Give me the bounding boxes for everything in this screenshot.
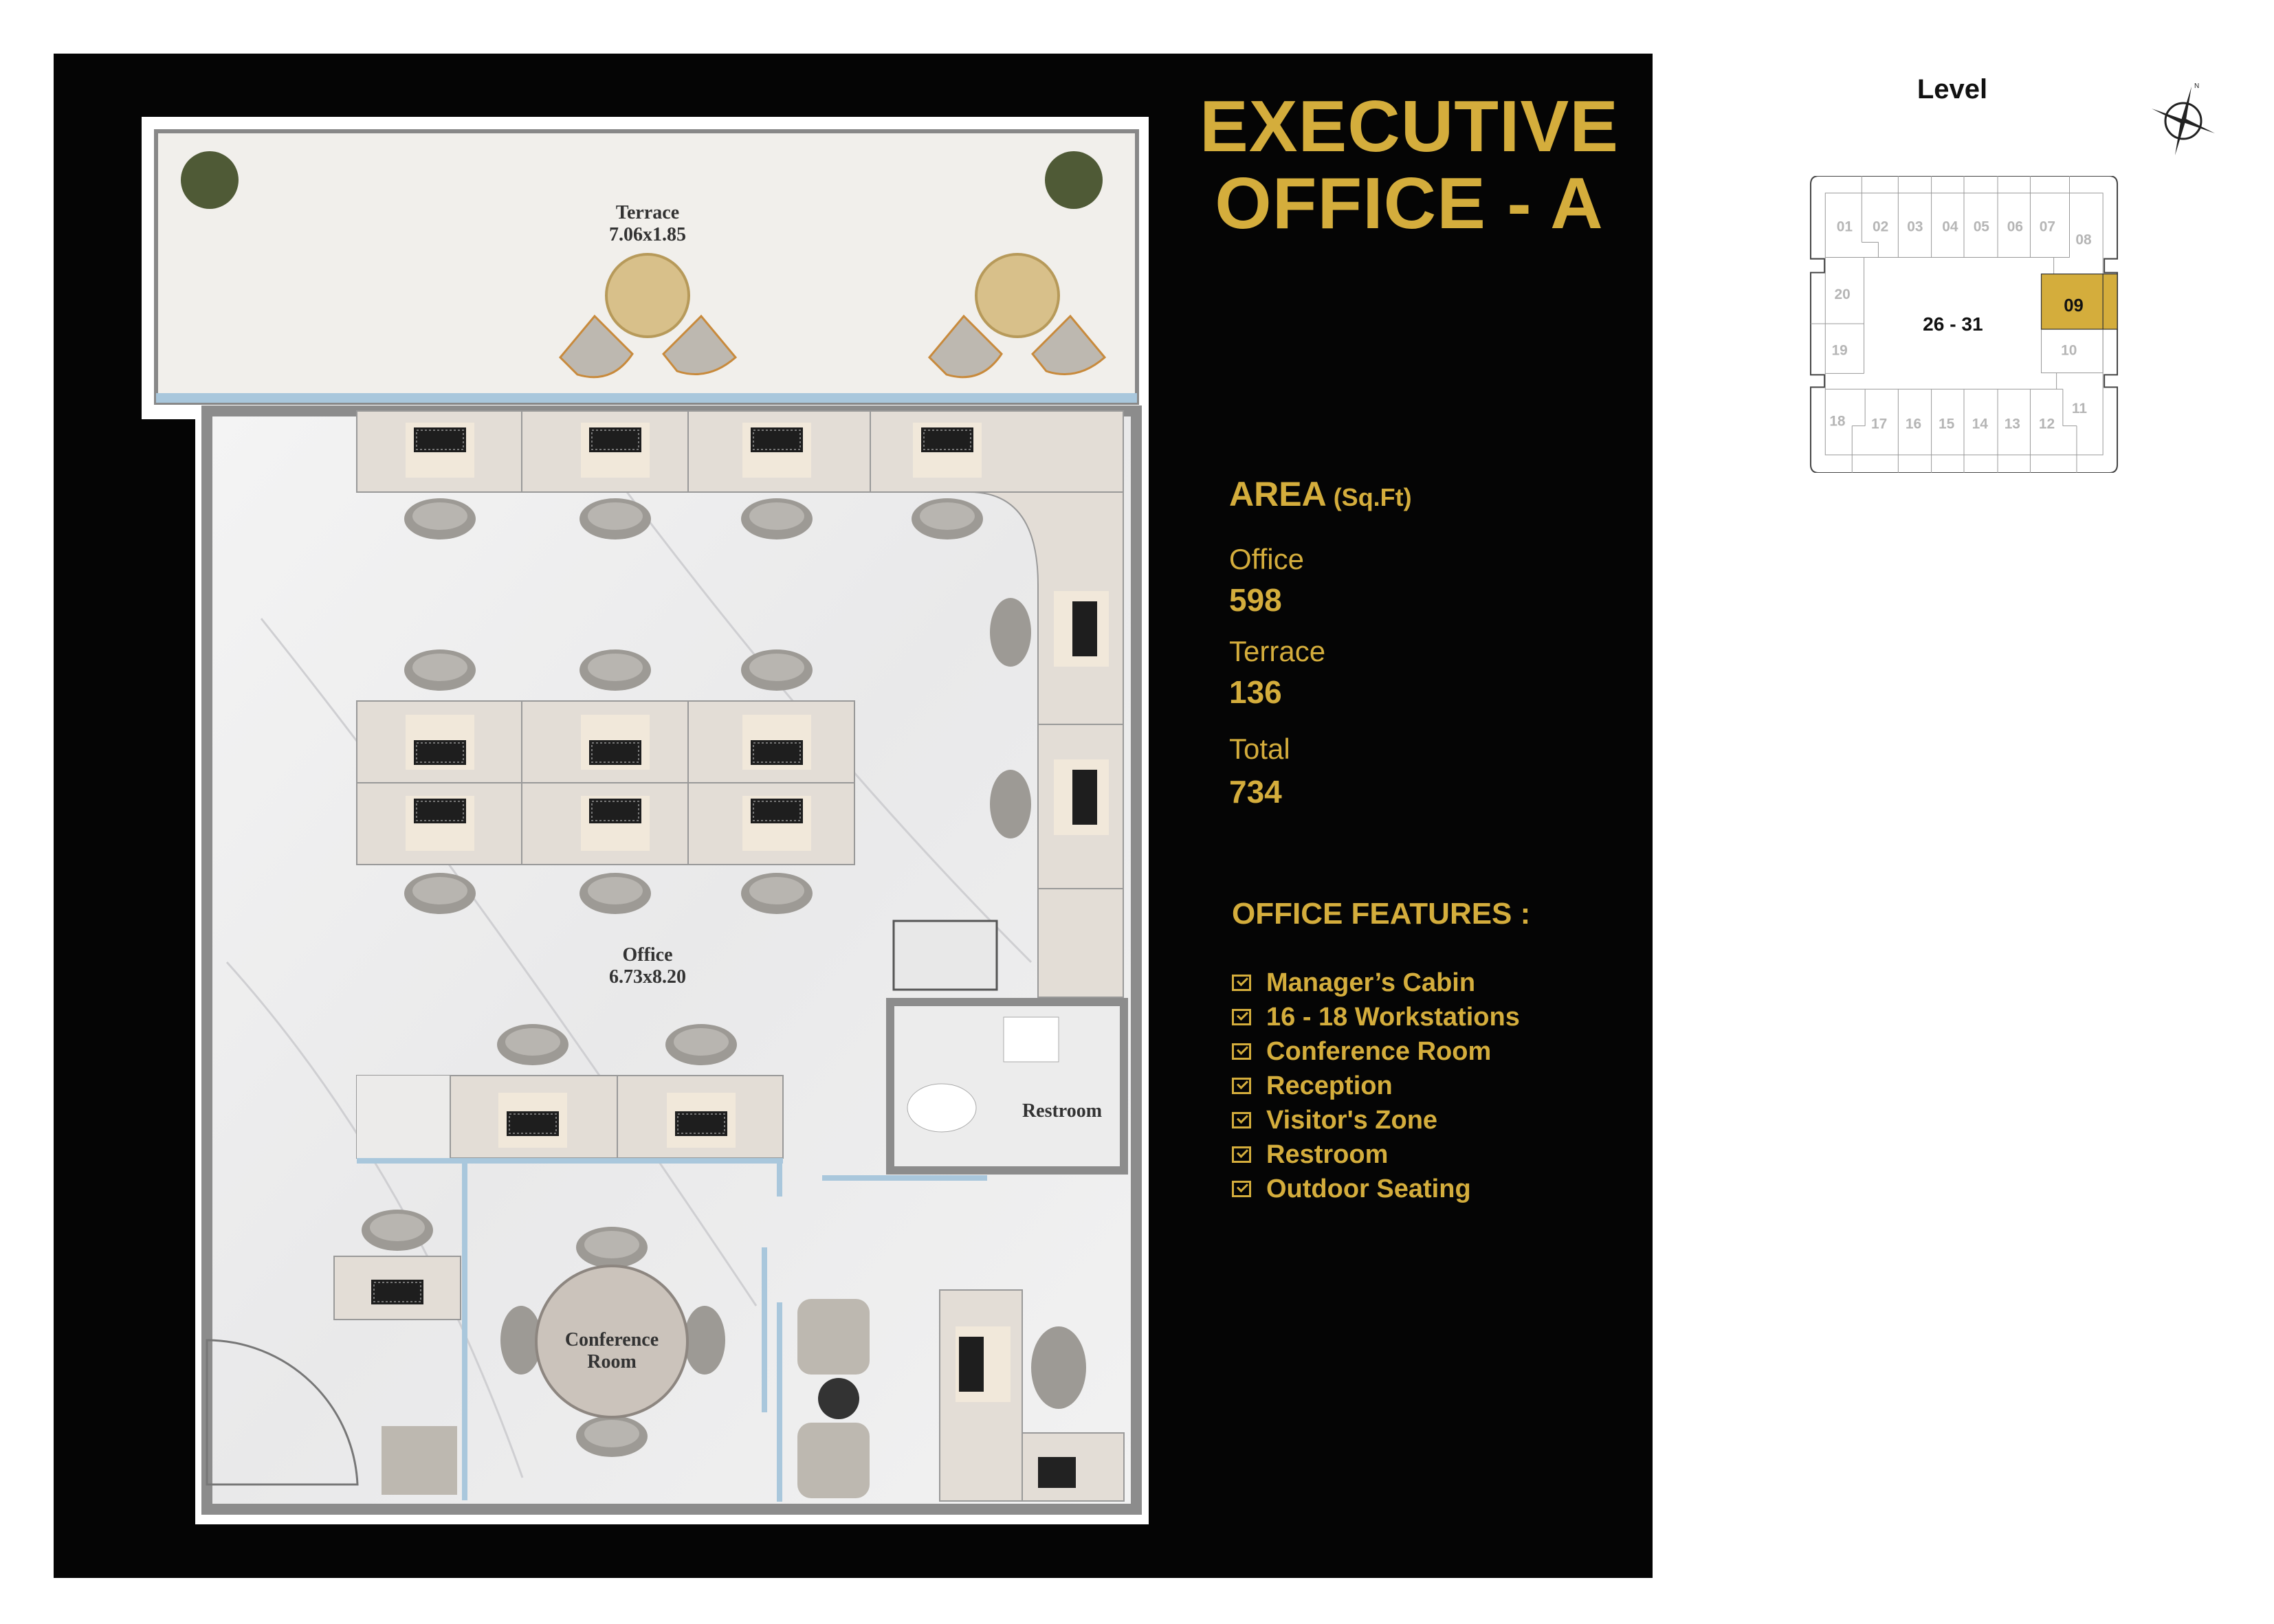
terrace-chairs [558, 314, 1107, 379]
restroom-label: Restroom [1022, 1100, 1102, 1122]
visitor-zone [777, 1299, 870, 1502]
unit-label: 07 [2040, 219, 2055, 234]
manager-cabin-desk [206, 1210, 461, 1495]
features-list: Manager’s Cabin 16 - 18 Workstations Con… [1232, 966, 1520, 1206]
feature-item: 16 - 18 Workstations [1232, 1000, 1520, 1034]
title-line-1: EXECUTIVE [1200, 86, 1619, 167]
feature-item: Manager’s Cabin [1232, 966, 1520, 1000]
terrace-label: Terrace [616, 202, 679, 223]
office-label: Office [622, 944, 672, 966]
level-key-plan: 01 02 03 04 05 06 07 08 20 19 10 18 17 1… [1809, 176, 2119, 473]
area-office-label: Office [1229, 543, 1304, 575]
features-heading: OFFICE FEATURES : [1232, 897, 1531, 931]
printer [892, 920, 998, 991]
terrace-dimensions: 7.06x1.85 [609, 224, 686, 245]
checkbox-checked-icon [1232, 1009, 1251, 1025]
unit-label: 06 [2007, 219, 2023, 234]
unit-label: 04 [1942, 219, 1958, 234]
checkbox-checked-icon [1232, 1043, 1251, 1060]
unit-label: 20 [1835, 287, 1851, 302]
area-total-value: 734 [1229, 774, 1282, 810]
feature-label: Restroom [1266, 1139, 1389, 1169]
unit-label: 11 [2072, 401, 2087, 416]
unit-label: 19 [1832, 342, 1848, 358]
terrace-table [605, 253, 690, 338]
compass-icon: N [2152, 82, 2215, 155]
plant-icon [1045, 151, 1103, 209]
feature-item: Visitor's Zone [1232, 1103, 1520, 1137]
terrace-table [975, 253, 1060, 338]
feature-label: Reception [1266, 1071, 1393, 1100]
unit-label: 18 [1829, 414, 1845, 430]
unit-label: 14 [1972, 416, 1989, 432]
feature-label: 16 - 18 Workstations [1266, 1002, 1520, 1032]
terrace-glass-rail [156, 393, 1137, 403]
reception-desk [939, 1289, 1125, 1502]
area-heading: AREA(Sq.Ft) [1229, 474, 1412, 514]
area-office-value: 598 [1229, 582, 1282, 618]
unit-label: 15 [1939, 416, 1955, 432]
unit-label: 10 [2061, 342, 2077, 358]
area-terrace-value: 136 [1229, 674, 1282, 710]
restroom [822, 998, 1128, 1181]
area-unit: (Sq.Ft) [1333, 483, 1412, 511]
feature-item: Conference Room [1232, 1034, 1520, 1069]
unit-label: 03 [1907, 219, 1923, 234]
workstations-top-row [356, 410, 1124, 998]
feature-label: Visitor's Zone [1266, 1105, 1438, 1135]
conference-label-2: Room [587, 1351, 637, 1372]
office-dimensions: 6.73x8.20 [609, 966, 686, 988]
unit-label: 12 [2039, 416, 2055, 432]
page-title: EXECUTIVE OFFICE - A [1196, 88, 1622, 242]
plant-icon [181, 151, 239, 209]
checkbox-checked-icon [1232, 1181, 1251, 1197]
area-heading-text: AREA [1229, 475, 1327, 513]
unit-label: 08 [2075, 232, 2091, 248]
conference-label: Conference [565, 1329, 659, 1350]
feature-item: Restroom [1232, 1137, 1520, 1172]
feature-label: Outdoor Seating [1266, 1174, 1471, 1203]
unit-label: 13 [2005, 416, 2020, 432]
conference-table [500, 1227, 725, 1457]
feature-label: Manager’s Cabin [1266, 968, 1476, 997]
area-terrace-label: Terrace [1229, 635, 1326, 667]
door-swing [206, 1339, 359, 1486]
selected-unit-highlight [2040, 274, 2118, 330]
checkbox-checked-icon [1232, 1078, 1251, 1094]
checkbox-checked-icon [1232, 975, 1251, 991]
armchair [382, 1426, 457, 1495]
compass-north-label: N [2194, 82, 2199, 90]
title-line-2: OFFICE - A [1215, 163, 1604, 244]
feature-label: Conference Room [1266, 1036, 1492, 1066]
unit-label: 16 [1906, 416, 1921, 432]
feature-item: Outdoor Seating [1232, 1172, 1520, 1206]
floor-range: 26 - 31 [1923, 313, 1983, 335]
unit-label: 01 [1837, 219, 1853, 234]
unit-label: 02 [1873, 219, 1888, 234]
feature-item: Reception [1232, 1069, 1520, 1103]
level-title: Level [1917, 74, 1988, 104]
workstations-lower-row [356, 1024, 784, 1500]
checkbox-checked-icon [1232, 1112, 1251, 1128]
area-total-label: Total [1229, 733, 1290, 765]
workstations-center-cluster [356, 649, 855, 914]
checkbox-checked-icon [1232, 1146, 1251, 1163]
unit-label: 05 [1974, 219, 1990, 234]
unit-label: 17 [1871, 416, 1887, 432]
glass-partition [762, 1247, 767, 1412]
selected-unit-label: 09 [2064, 296, 2084, 315]
